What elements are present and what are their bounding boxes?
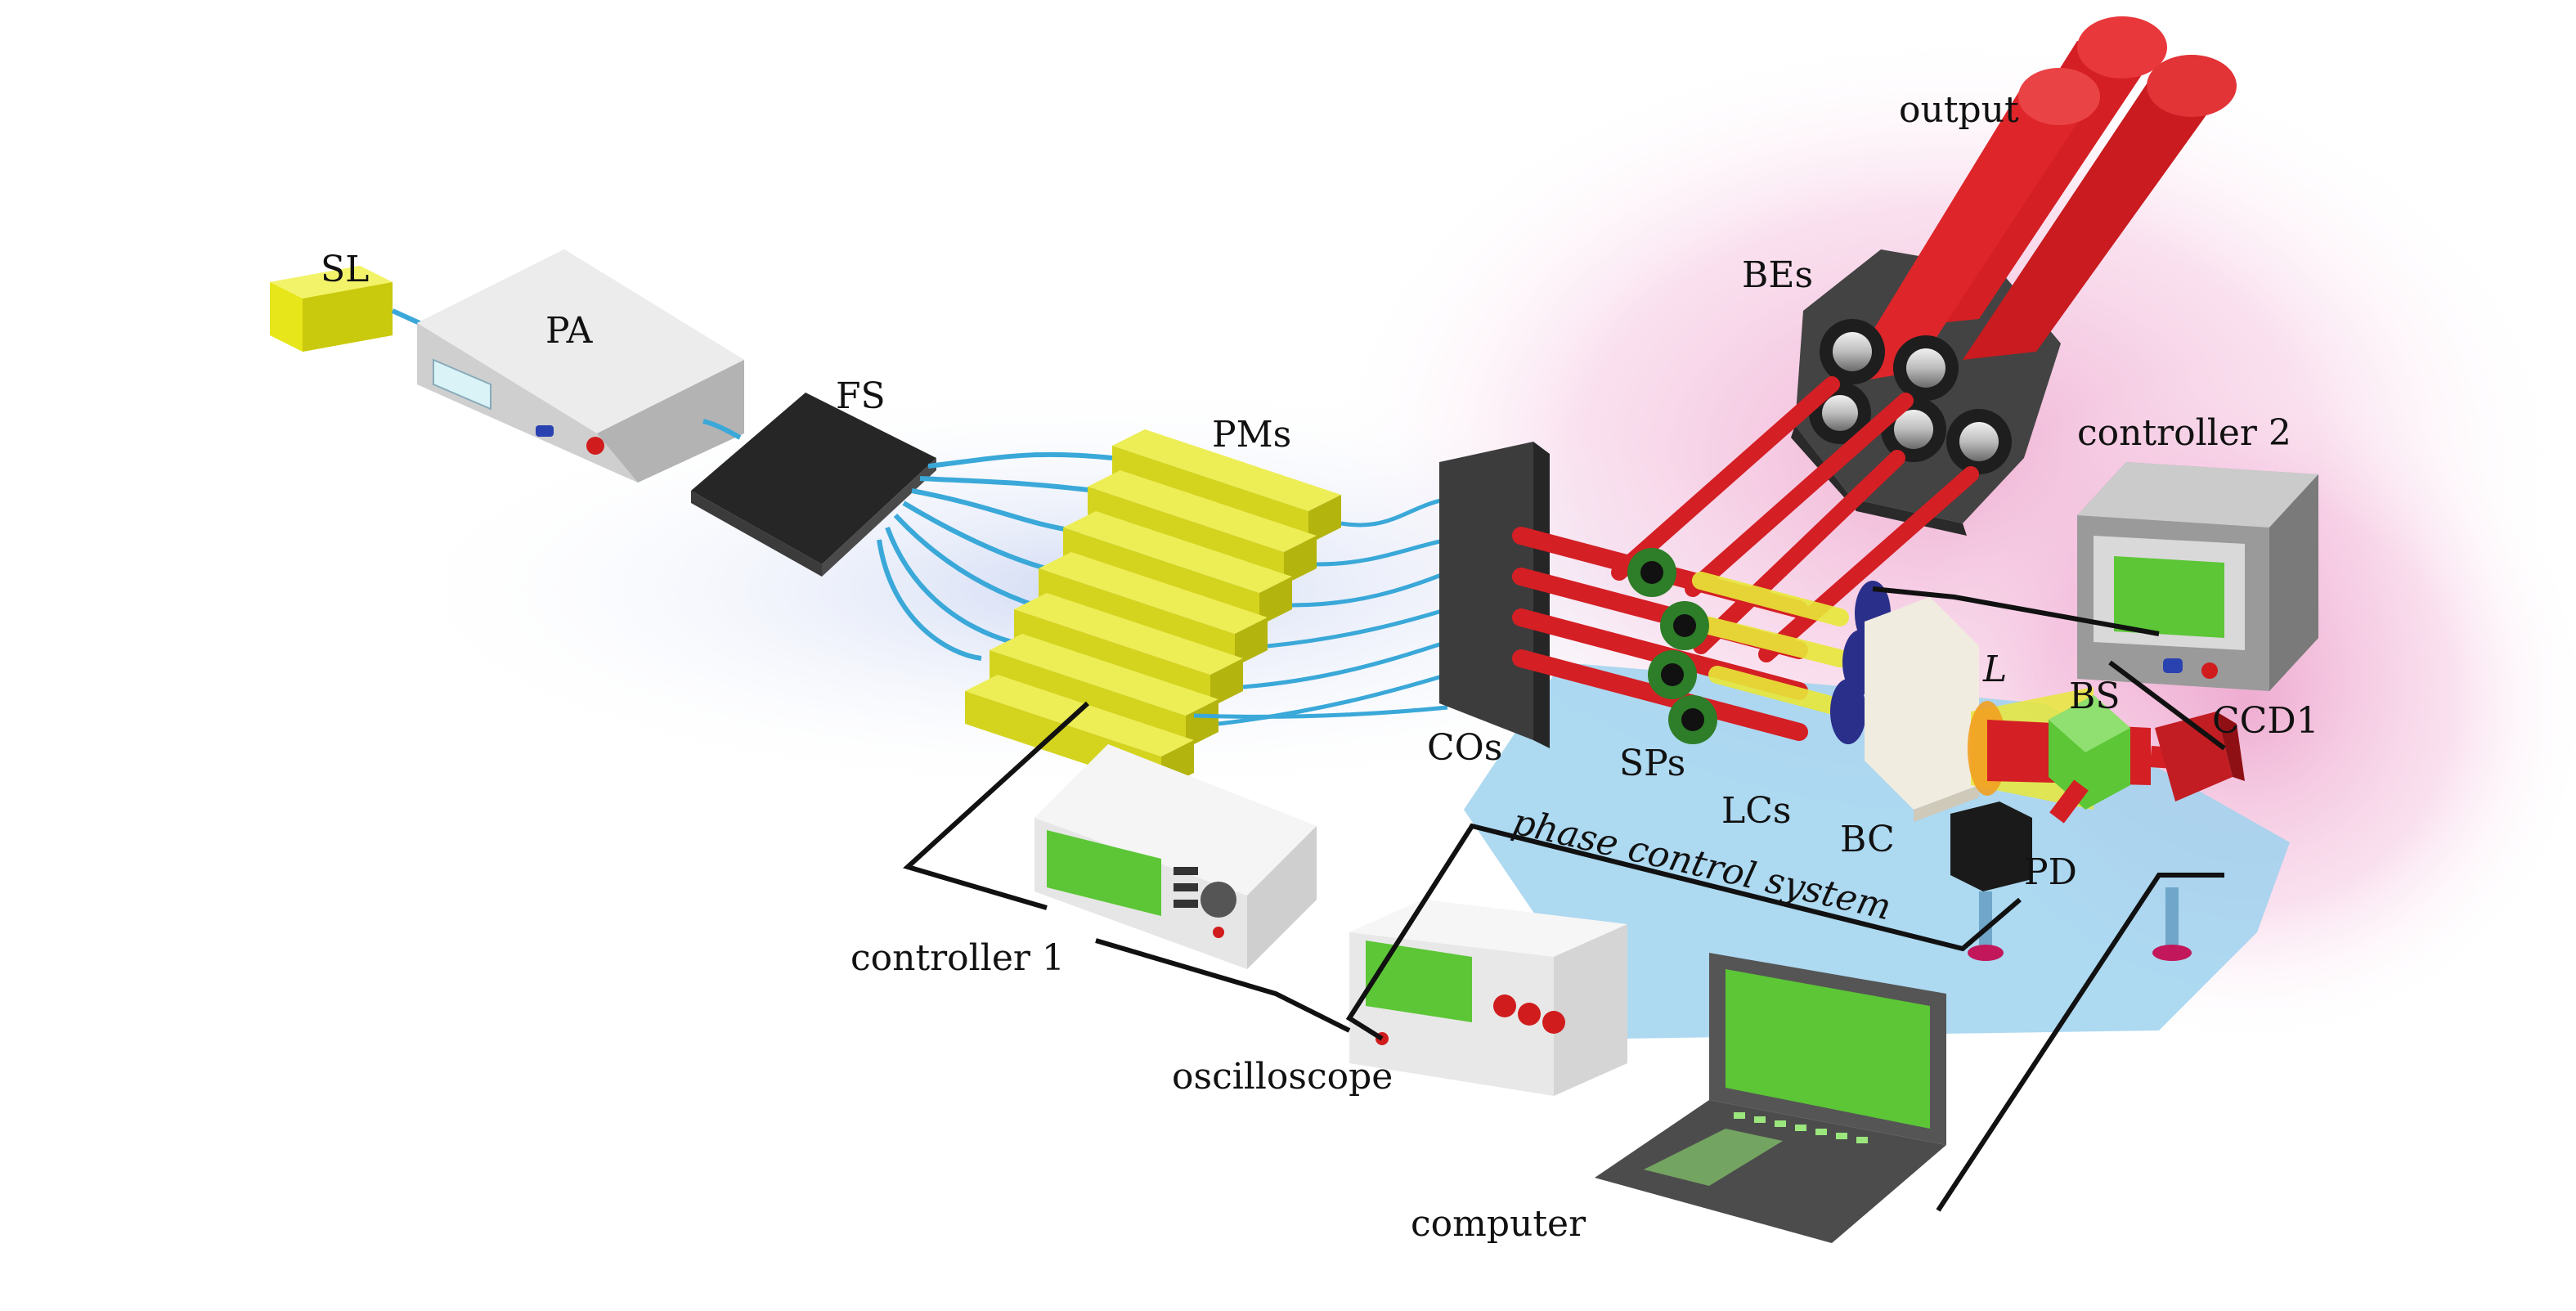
controller-2-unit — [2077, 462, 2318, 691]
computer-laptop — [1595, 953, 1946, 1243]
pre-amplifier — [417, 249, 744, 483]
ccd1-camera — [2152, 712, 2245, 961]
label-ccd1: CCD1 — [2212, 700, 2319, 742]
output-beams — [1840, 16, 2237, 384]
photodiode — [1950, 801, 2032, 961]
label-lcs: LCs — [1721, 790, 1792, 832]
oscilloscope-unit — [1349, 900, 1627, 1096]
label-sl: SL — [321, 249, 370, 290]
control-cables — [903, 586, 2226, 1212]
yellow-beam-segments — [1692, 572, 1849, 716]
beam-combiner — [1865, 597, 1979, 822]
label-bs: BS — [2069, 676, 2120, 717]
pa-to-fs-fiber — [702, 419, 742, 440]
amplifier-array — [965, 429, 1341, 789]
label-cos: COs — [1427, 727, 1503, 769]
label-bc: BC — [1840, 819, 1895, 860]
controller-1-unit — [1034, 744, 1317, 969]
label-output: output — [1899, 89, 2019, 131]
pm-output-fibers — [1193, 496, 1448, 726]
label-pd: PD — [2024, 851, 2077, 893]
label-fs: FS — [836, 375, 886, 417]
converging-beams — [1611, 376, 1979, 662]
label-controller-1: controller 1 — [850, 937, 1065, 979]
fiber-splitter — [691, 393, 936, 577]
label-controller-2: controller 2 — [2077, 412, 2291, 454]
label-pms: PMs — [1212, 414, 1292, 456]
label-lens-l: L — [1983, 649, 2008, 690]
label-sps: SPs — [1619, 743, 1686, 784]
collimator-mount — [1439, 442, 1550, 748]
label-oscilloscope: oscilloscope — [1172, 1056, 1393, 1098]
label-bes: BEs — [1742, 254, 1814, 296]
label-pa: PA — [545, 310, 593, 352]
seed-laser — [270, 266, 393, 352]
label-computer: computer — [1411, 1203, 1586, 1245]
spiral-phase-plates — [1627, 548, 1717, 744]
